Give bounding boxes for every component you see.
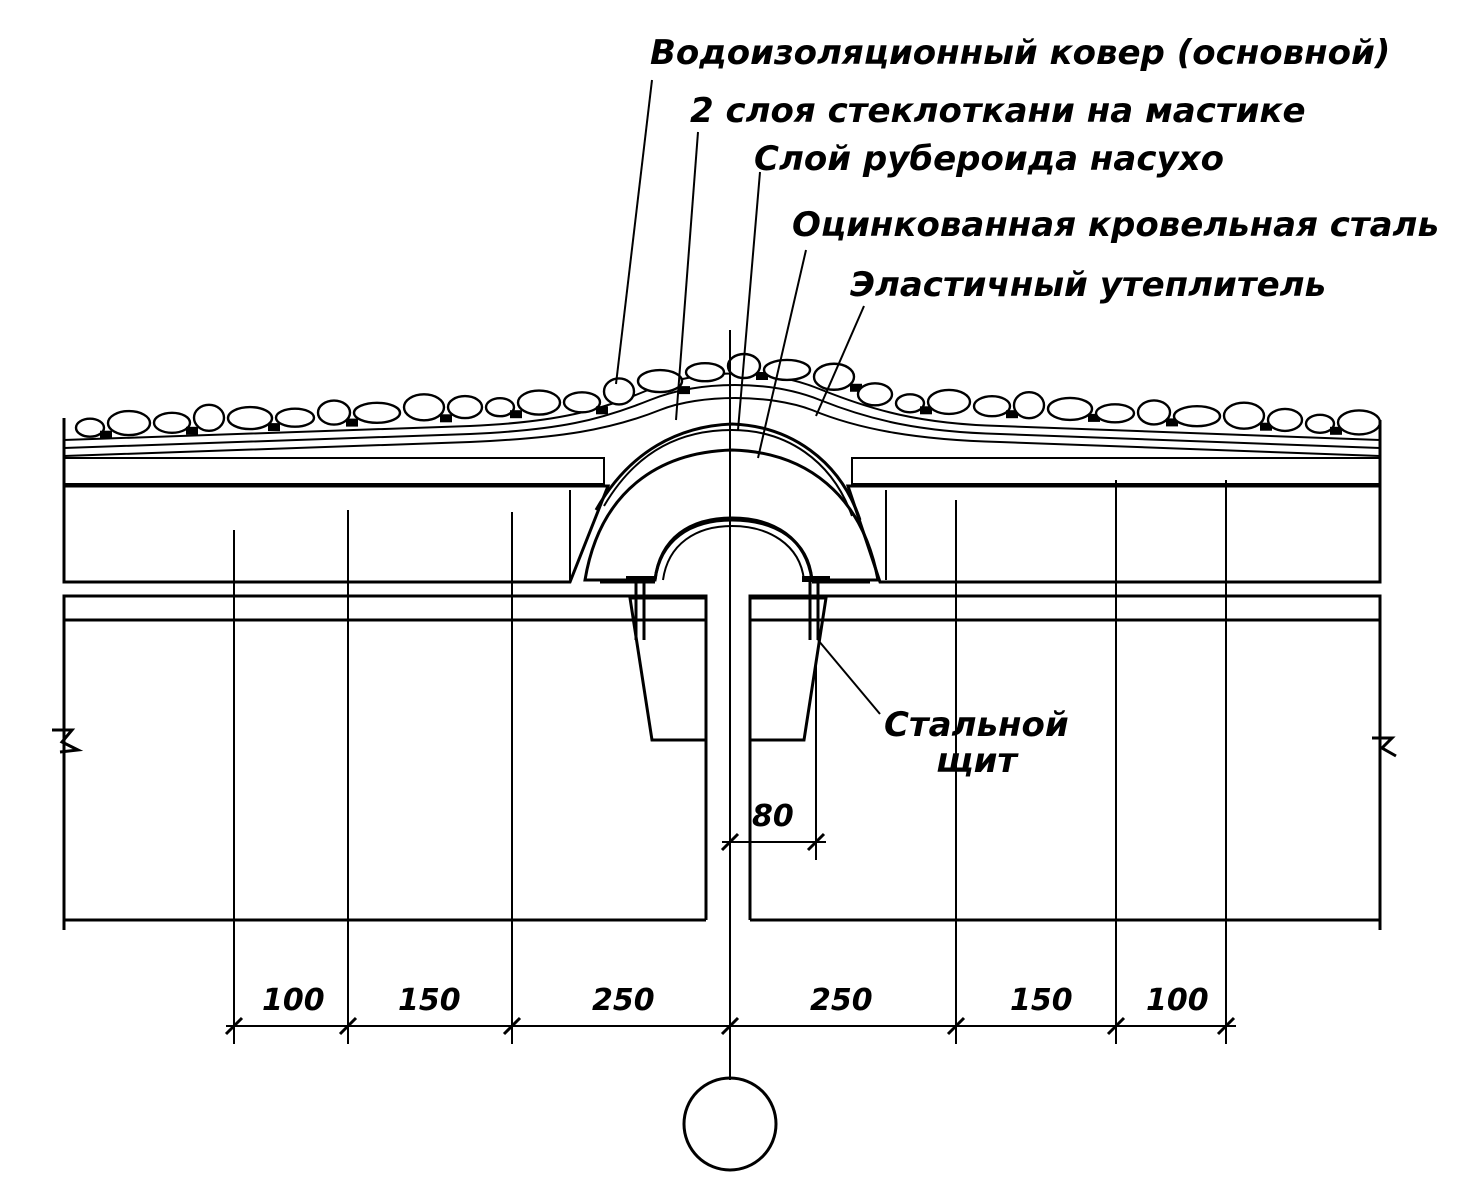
label-steel-shield-1: Стальной: [884, 705, 1069, 745]
membrane-layers: [63, 372, 1381, 521]
dimension-extension-lines: [233, 480, 1227, 1044]
gravel-stone: [1046, 396, 1094, 422]
screed-layer: [63, 457, 1381, 485]
label-roofing-felt: Слой рубероида насухо: [754, 139, 1224, 179]
dimension-line: [224, 832, 1236, 1036]
mastic-spot: [268, 423, 280, 432]
dim-250-left: 250: [592, 983, 655, 1018]
gravel-stone: [152, 411, 192, 434]
insulation-layer: [62, 448, 1382, 584]
label-steel-shield-2: щит: [936, 741, 1019, 781]
dim-100-right: 100: [1146, 983, 1209, 1018]
mastic-spot: [1166, 418, 1178, 427]
callout-leaders: [615, 79, 881, 715]
gravel-stone: [1266, 407, 1304, 433]
mastic-spot: [186, 426, 198, 435]
gravel-stone: [106, 409, 152, 437]
mastic-spot: [1330, 426, 1342, 435]
label-fiberglass-layers: 2 слоя стеклоткани на мастике: [690, 91, 1306, 131]
gravel-layer: [74, 352, 1382, 439]
gravel-stone: [402, 393, 446, 422]
dim-150-left: 150: [398, 983, 461, 1018]
gravel-stone: [856, 382, 894, 407]
axis-marker-circle: [682, 1076, 778, 1172]
gravel-stone: [352, 401, 402, 424]
dim-100-left: 100: [262, 983, 325, 1018]
mastic-spot: [1006, 410, 1018, 419]
gravel-stone: [1172, 405, 1222, 428]
label-elastic-insulation: Эластичный утеплитель: [850, 265, 1326, 305]
gravel-stone: [972, 395, 1012, 418]
mastic-spot: [756, 372, 768, 381]
gravel-stone: [636, 368, 684, 394]
gravel-stone: [1304, 413, 1336, 434]
walls: [52, 418, 1397, 930]
mastic-spot: [346, 418, 358, 427]
gravel-stone: [1222, 401, 1266, 430]
gravel-stone: [74, 417, 106, 438]
mastic-spot: [510, 410, 522, 419]
mastic-spot: [1260, 422, 1272, 431]
mastic-spot: [678, 386, 690, 395]
gravel-stone: [1136, 399, 1172, 426]
center-axis: [682, 330, 778, 1172]
label-galvanized-steel: Оцинкованная кровельная сталь: [792, 205, 1439, 245]
gravel-stone: [484, 397, 516, 418]
mastic-spot: [100, 430, 112, 439]
mastic-spot: [1088, 413, 1100, 422]
mastic-spot: [920, 406, 932, 415]
concrete-ribs: [626, 576, 830, 742]
gravel-stone: [894, 393, 926, 414]
gravel-stone: [274, 407, 316, 428]
gravel-stone: [602, 377, 636, 406]
label-waterproof-carpet: Водоизоляционный ковер (основной): [650, 33, 1390, 73]
gravel-stone: [1012, 391, 1046, 420]
gravel-stone: [192, 403, 226, 432]
gravel-stone: [226, 405, 274, 431]
gravel-stone: [562, 391, 602, 414]
gravel-stone: [1336, 409, 1382, 436]
dim-80-gap: 80: [752, 799, 794, 834]
mastic-spot: [440, 414, 452, 423]
mastic-spot: [596, 406, 608, 415]
gravel-stone: [446, 394, 484, 420]
gravel-stone: [316, 399, 352, 426]
dim-250-right: 250: [810, 983, 873, 1018]
mastic-spot: [850, 383, 862, 392]
steel-arch: [600, 516, 870, 584]
gravel-stone: [684, 362, 726, 383]
gravel-stone: [1094, 403, 1136, 424]
gravel-stone: [516, 389, 562, 416]
concrete-slab: [62, 594, 1382, 622]
dim-150-right: 150: [1010, 983, 1073, 1018]
gravel-stone: [762, 358, 812, 382]
gravel-stone: [926, 388, 972, 416]
